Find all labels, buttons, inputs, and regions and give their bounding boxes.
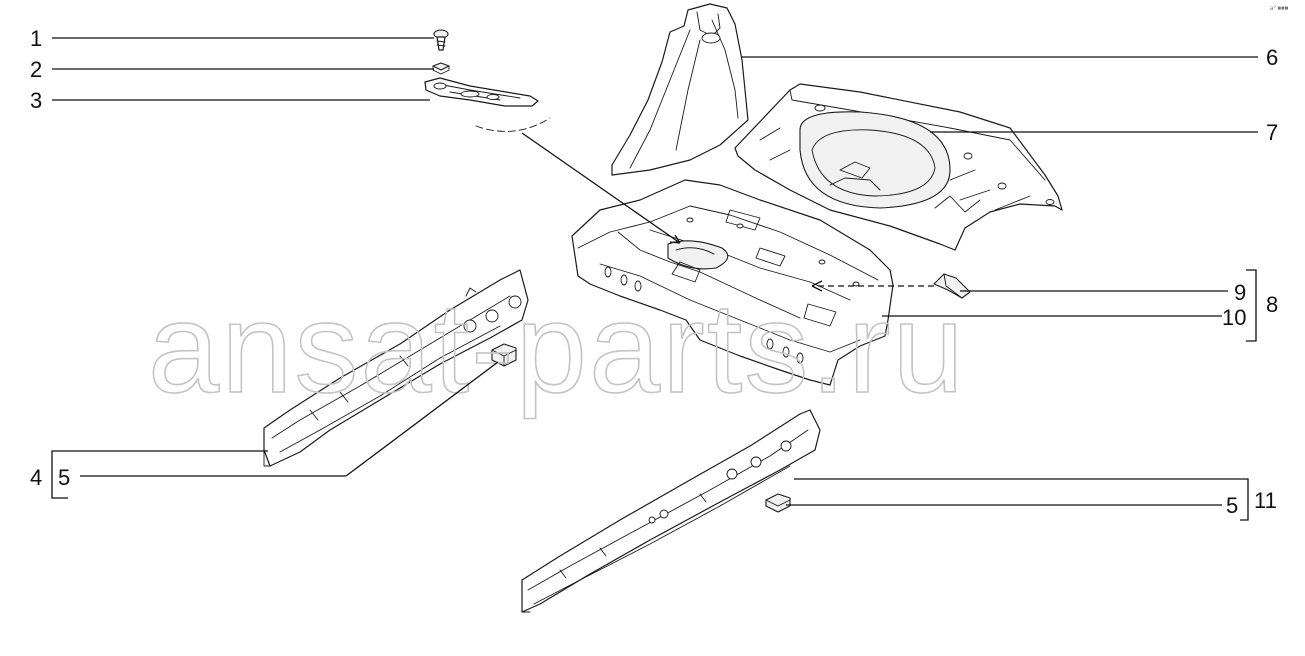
leader-lines	[51, 37, 1258, 521]
part-7-trunk-floor[interactable]	[734, 83, 1063, 251]
corner-mark: a° ■■■	[1270, 6, 1289, 12]
part-5-clip-left[interactable]	[491, 343, 517, 367]
part-4-left-sill[interactable]	[263, 269, 529, 467]
bracket-4	[51, 450, 268, 499]
callout-numbers: 1 2 3 4 5 6 7 8 9 10 11 5	[30, 26, 1278, 518]
callout-8: 8	[1266, 292, 1278, 317]
callout-11: 11	[1254, 488, 1277, 513]
part-6-side-panel[interactable]	[611, 3, 749, 176]
callout-4: 4	[30, 465, 42, 490]
callout-5-right: 5	[1226, 493, 1238, 518]
callout-1: 1	[30, 26, 42, 51]
part-2-nut[interactable]	[432, 62, 450, 75]
part-8-floor-panel[interactable]	[571, 179, 894, 386]
part-3-bracket[interactable]	[424, 77, 539, 107]
callout-10: 10	[1222, 305, 1246, 330]
part-9-small-bracket[interactable]	[933, 273, 971, 299]
callout-7: 7	[1266, 120, 1278, 145]
callout-9: 9	[1234, 280, 1246, 305]
part-11-right-sill[interactable]	[521, 409, 821, 613]
callout-3: 3	[30, 88, 42, 113]
part-1-screw[interactable]	[433, 29, 449, 51]
callout-6: 6	[1266, 45, 1278, 70]
watermark-text: ansat-parts.ru	[148, 277, 966, 420]
leader-5-left-diag	[345, 361, 499, 477]
bracket-8	[1246, 269, 1257, 342]
part-5-clip-right[interactable]	[765, 493, 791, 513]
assembly-arrow-bracket	[521, 132, 681, 244]
bracket-11	[794, 478, 1249, 521]
callout-2: 2	[30, 57, 42, 82]
callout-5-left: 5	[58, 465, 70, 490]
